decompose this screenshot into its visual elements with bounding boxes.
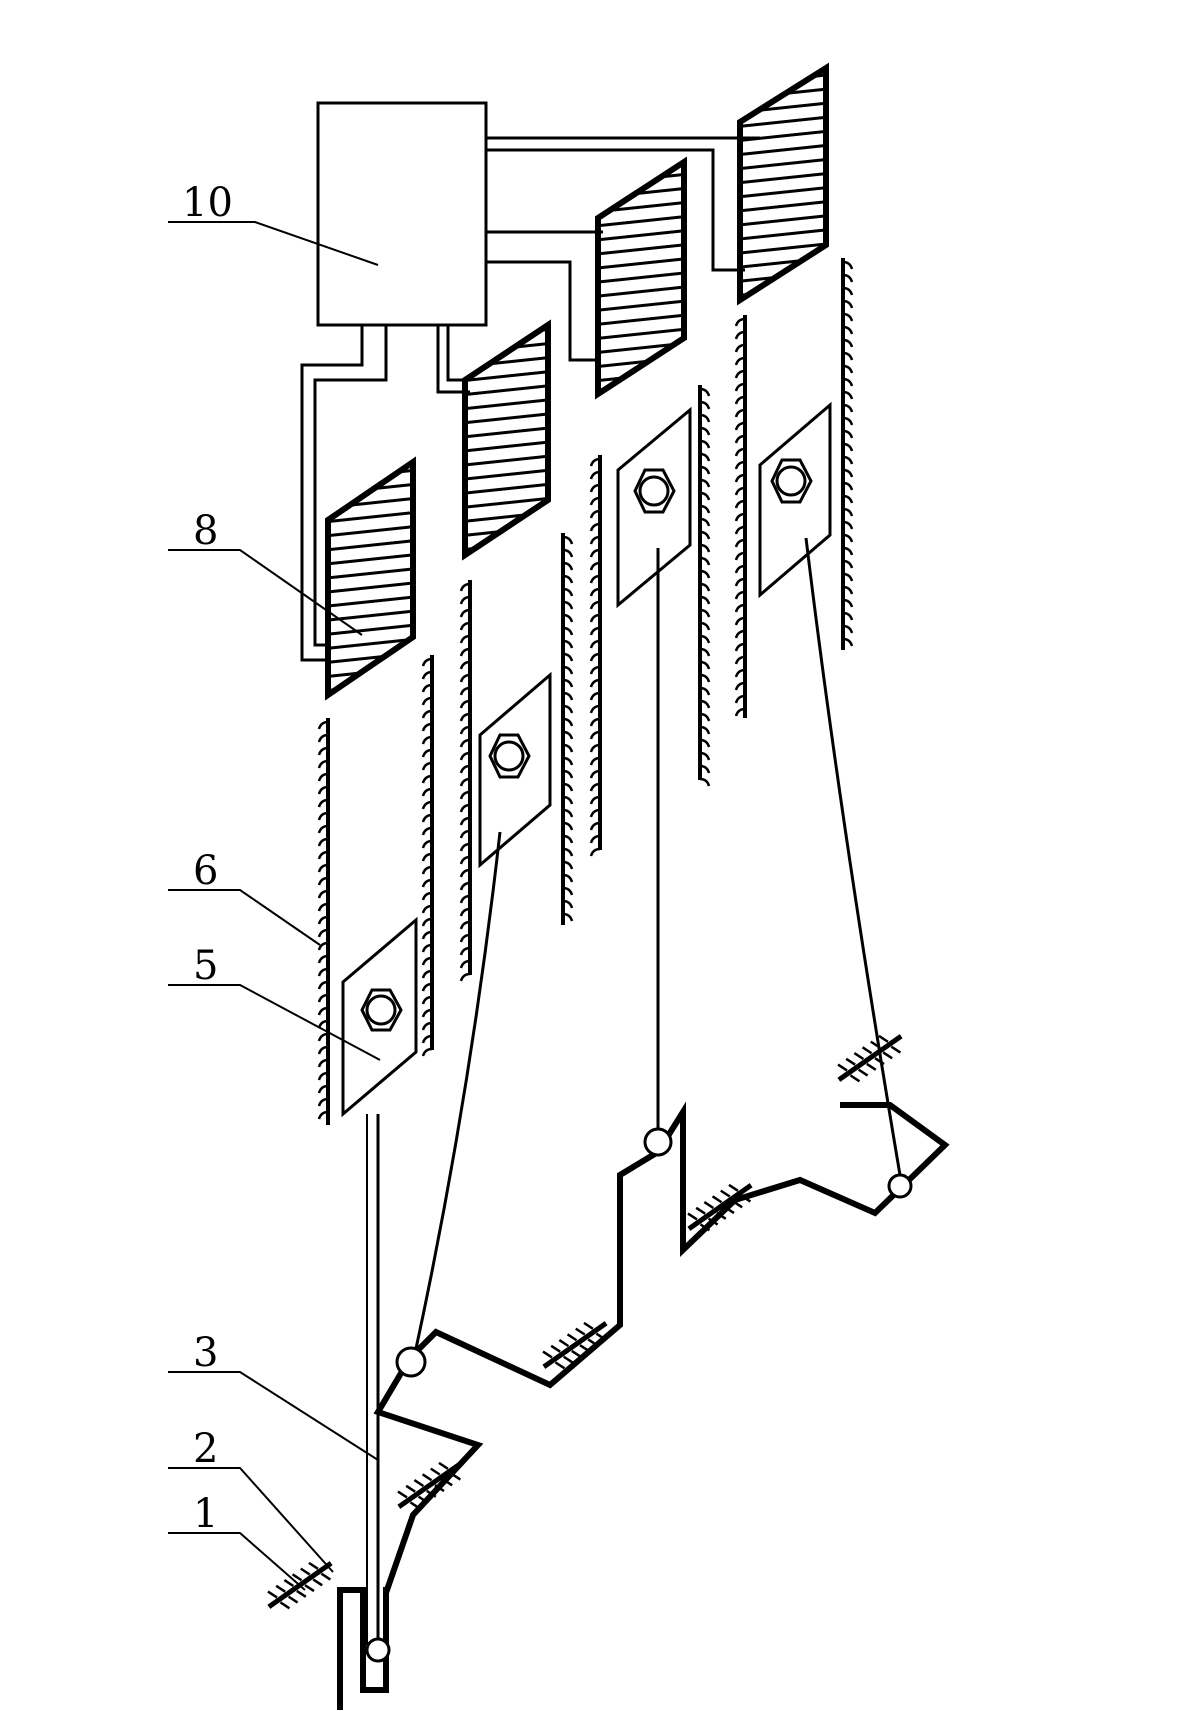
rack-7 xyxy=(734,315,747,718)
solar-panel-3 xyxy=(595,156,687,400)
slider-4 xyxy=(758,401,832,599)
slider-3 xyxy=(616,406,692,609)
label-10: 10 xyxy=(182,180,233,226)
slider-1 xyxy=(341,916,418,1118)
label-6: 6 xyxy=(193,848,218,894)
bearing-support-3 xyxy=(542,1321,608,1370)
rack-2 xyxy=(421,655,434,1057)
rack-5 xyxy=(589,455,602,857)
solar-panel-4 xyxy=(737,62,829,306)
control-wires xyxy=(300,136,760,662)
crank-shaft xyxy=(337,1101,950,1710)
racks xyxy=(317,258,854,1125)
solar-panel-1 xyxy=(325,456,416,701)
cables xyxy=(366,537,902,1650)
pulley-2 xyxy=(395,1346,427,1378)
pulley-4 xyxy=(887,1173,913,1199)
rack-8 xyxy=(841,258,854,650)
label-2: 2 xyxy=(193,1426,218,1472)
leaders xyxy=(168,221,381,1591)
slider-2 xyxy=(478,671,552,869)
label-3: 3 xyxy=(193,1330,218,1376)
rack-6 xyxy=(698,385,711,787)
label-8: 8 xyxy=(193,508,218,554)
bearing-support-5 xyxy=(837,1034,903,1083)
rack-3 xyxy=(459,580,472,982)
solar-panel-2 xyxy=(462,319,551,561)
bearing-support-2 xyxy=(397,1461,463,1510)
label-1: 1 xyxy=(193,1491,218,1537)
pulley-1 xyxy=(365,1637,391,1663)
bearings xyxy=(267,1034,903,1610)
pulley-3 xyxy=(643,1127,673,1157)
control-box xyxy=(316,101,488,327)
rack-4 xyxy=(561,533,574,925)
rack-1 xyxy=(317,718,330,1125)
label-5: 5 xyxy=(193,943,218,989)
bearing-support-4 xyxy=(687,1183,753,1232)
